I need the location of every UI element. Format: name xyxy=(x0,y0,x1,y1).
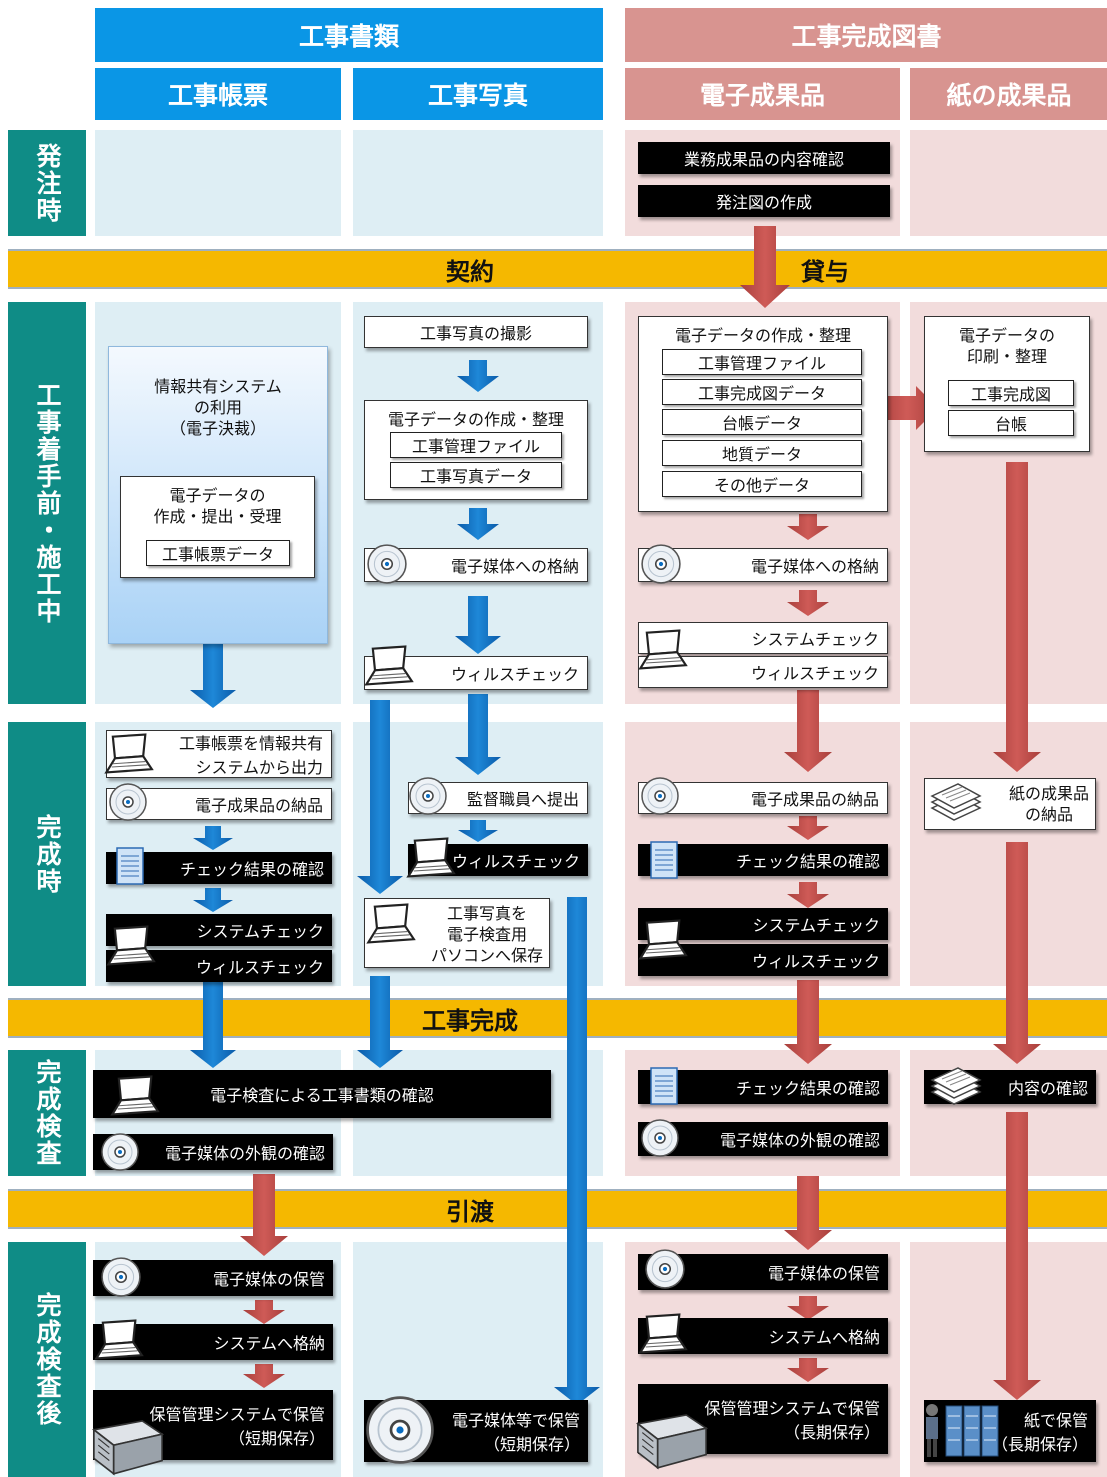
arrow-paper-to-keep xyxy=(993,1112,1041,1400)
paper-item1: 工事完成図 xyxy=(948,380,1074,406)
cd-icon xyxy=(108,782,148,822)
elec-media-appearance-box: 電子媒体の外観の確認 xyxy=(638,1122,888,1156)
band-contract-label: 契約 xyxy=(446,257,494,286)
phase-inspection: 完成検査 xyxy=(8,1050,86,1176)
arrow-ledger-to-inspect xyxy=(190,982,236,1068)
archive-rack-icon xyxy=(920,1400,1000,1460)
arrow-photo-to-inspect xyxy=(357,976,403,1068)
paper-item2: 台帳 xyxy=(948,410,1074,436)
header-electronic: 電子成果品 xyxy=(625,68,900,120)
photo-virus-check2-box: ウィルスチェック xyxy=(408,844,588,876)
band-handover-label: 引渡 xyxy=(446,1197,494,1226)
cd-icon xyxy=(100,1256,142,1298)
cd-icon xyxy=(408,776,448,816)
ledger-data-item: 工事帳票データ xyxy=(146,540,290,566)
server-icon xyxy=(632,1404,712,1470)
server-icon xyxy=(88,1410,168,1476)
photo-data-item2: 工事写真データ xyxy=(390,462,562,488)
header-completion-drawings: 工事完成図書 xyxy=(625,8,1107,62)
photo-data-item1: 工事管理ファイル xyxy=(390,432,562,458)
elec-item-1: 工事管理ファイル xyxy=(662,349,862,375)
band-handover xyxy=(8,1189,1107,1229)
arrow-paper-down xyxy=(993,462,1041,772)
arrow-paper-to-confirm xyxy=(993,842,1041,1064)
header-paper: 紙の成果品 xyxy=(910,68,1107,120)
order-confirm-box: 業務成果品の内容確認 xyxy=(638,142,890,174)
laptop-icon xyxy=(104,924,156,968)
e-inspect-box: 電子検査による工事書類の確認 xyxy=(93,1070,551,1118)
laptop-icon xyxy=(404,836,456,880)
document-icon xyxy=(648,1066,680,1106)
header-docs: 工事書類 xyxy=(95,8,603,62)
cd-icon xyxy=(100,1132,140,1172)
band-completed xyxy=(8,998,1107,1038)
elec-item-4: 地質データ xyxy=(662,440,862,466)
band-contract xyxy=(8,249,1107,289)
papers-icon xyxy=(928,1066,984,1106)
laptop-icon xyxy=(636,628,688,672)
phase-completion: 完成時 xyxy=(8,722,86,986)
cd-icon xyxy=(364,1394,436,1466)
arrow-ledger-down xyxy=(190,588,236,708)
band-completed-label: 工事完成 xyxy=(422,1006,518,1035)
laptop-icon xyxy=(364,902,416,946)
header-ledger: 工事帳票 xyxy=(95,68,341,120)
phase-construction: 工事着手前・施工中 xyxy=(8,302,86,704)
band-lend-label: 貸与 xyxy=(801,257,849,286)
info-sharing-title: 情報共有システムの利用（電子決裁） xyxy=(154,377,282,438)
arrow-photo-to-storage xyxy=(554,897,600,1405)
laptop-icon xyxy=(362,644,414,688)
laptop-icon xyxy=(92,1318,144,1362)
laptop-icon xyxy=(636,1312,688,1356)
cd-icon xyxy=(640,543,682,585)
elec-deliver-box: 電子成果品の納品 xyxy=(638,782,888,814)
cd-icon xyxy=(640,776,680,816)
cd-icon xyxy=(366,543,408,585)
header-photo: 工事写真 xyxy=(353,68,603,120)
order-drawing-box: 発注図の作成 xyxy=(638,185,890,217)
elec-item-5: その他データ xyxy=(662,471,862,497)
elec-inspect-check-box: チェック結果の確認 xyxy=(638,1070,888,1104)
phase-after: 完成検査後 xyxy=(8,1242,86,1477)
papers-icon xyxy=(928,782,984,822)
laptop-icon xyxy=(108,1074,160,1118)
arrow-photo-long xyxy=(357,700,403,894)
laptop-icon xyxy=(636,918,688,962)
cd-icon xyxy=(644,1248,686,1290)
elec-item-3: 台帳データ xyxy=(662,409,862,435)
phase-order: 発注時 xyxy=(8,130,86,236)
laptop-icon xyxy=(102,732,154,776)
elec-item-2: 工事完成図データ xyxy=(662,379,862,405)
arrow-lend xyxy=(740,226,790,308)
arrow-to-paper xyxy=(876,386,938,430)
cd-icon xyxy=(640,1118,680,1158)
photo-shoot-box: 工事写真の撮影 xyxy=(364,316,588,348)
elec-check-result-box: チェック結果の確認 xyxy=(638,844,888,876)
document-icon xyxy=(648,840,680,880)
document-icon xyxy=(114,846,146,886)
